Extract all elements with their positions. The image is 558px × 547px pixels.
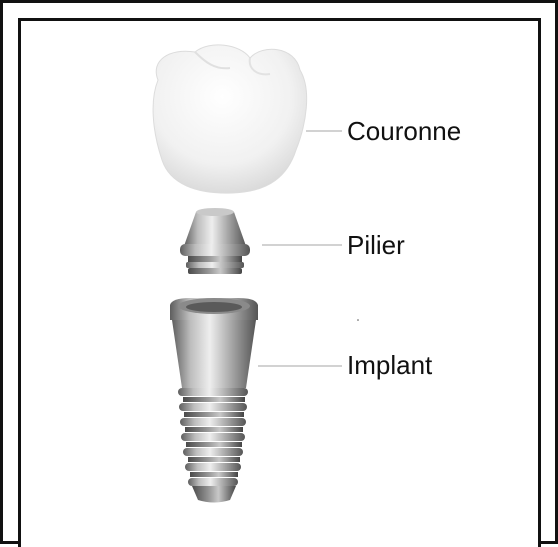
implant-screw-icon [170, 298, 258, 503]
stray-dot [357, 319, 359, 321]
abutment-icon [180, 208, 250, 274]
abutment-label: Pilier [347, 232, 405, 258]
crown-label: Couronne [347, 118, 461, 144]
implant-label: Implant [347, 352, 432, 378]
tooth-crown-icon [153, 45, 307, 193]
